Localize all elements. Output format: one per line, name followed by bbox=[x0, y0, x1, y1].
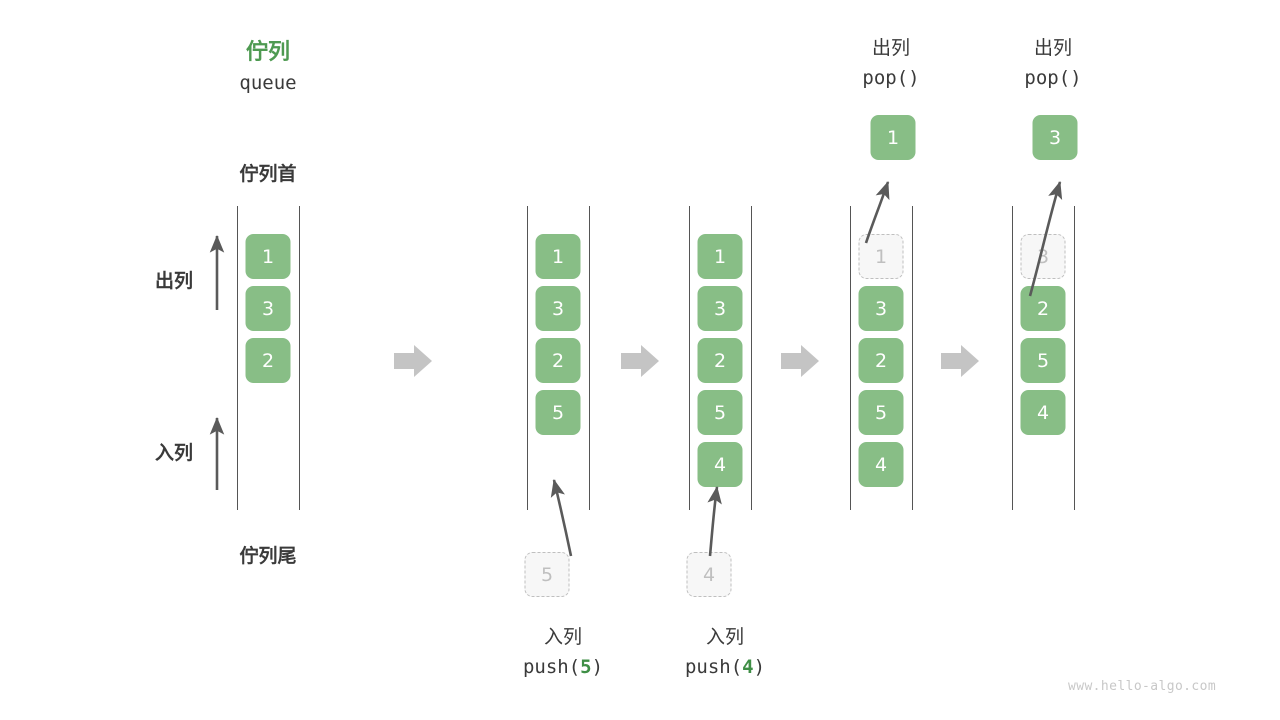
queue-tail-label: 佇列尾 bbox=[239, 545, 297, 567]
operation-code-value: 4 bbox=[742, 656, 754, 678]
operation-code-suffix: ) bbox=[908, 67, 920, 89]
queue-rail-right bbox=[299, 206, 300, 510]
watermark: www.hello-algo.com bbox=[1068, 679, 1217, 694]
queue-rail-left bbox=[689, 206, 690, 510]
push-4-arrow bbox=[707, 485, 722, 557]
operation-code-prefix: push( bbox=[684, 656, 743, 678]
queue-cell: 2 bbox=[245, 338, 291, 383]
operation-code-prefix: pop( bbox=[862, 67, 909, 89]
operation-label-cn: 入列 bbox=[543, 626, 583, 648]
popped-element: 1 bbox=[870, 115, 916, 160]
operation-code-suffix: ) bbox=[753, 656, 766, 678]
operation-label-code: pop() bbox=[862, 67, 919, 89]
enqueue-direction-label: 入列 bbox=[154, 442, 194, 464]
queue-cell: 3 bbox=[245, 286, 291, 331]
step-separator-arrow bbox=[941, 344, 979, 378]
queue-cell: 4 bbox=[858, 442, 904, 487]
operation-label-cn: 入列 bbox=[705, 626, 745, 648]
popped-element: 3 bbox=[1032, 115, 1078, 160]
push-5-arrow bbox=[550, 478, 573, 557]
operation-code-suffix: ) bbox=[1070, 67, 1082, 89]
queue-cell: 4 bbox=[1020, 390, 1066, 435]
operation-label-code: pop() bbox=[1024, 67, 1081, 89]
queue-rail-right bbox=[589, 206, 590, 510]
queue-cell: 5 bbox=[535, 390, 581, 435]
queue-cell: 3 bbox=[858, 286, 904, 331]
queue-cell: 1 bbox=[697, 234, 743, 279]
queue-cell: 3 bbox=[535, 286, 581, 331]
operation-label-code: push(5) bbox=[523, 656, 603, 678]
queue-cell: 5 bbox=[858, 390, 904, 435]
incoming-element-ghost: 4 bbox=[686, 552, 732, 597]
queue-cell: 1 bbox=[245, 234, 291, 279]
queue-cell: 1 bbox=[535, 234, 581, 279]
queue-cell: 2 bbox=[697, 338, 743, 383]
operation-label-cn: 出列 bbox=[1033, 37, 1073, 59]
queue-rail-left bbox=[527, 206, 528, 510]
queue-cell: 5 bbox=[1020, 338, 1066, 383]
queue-rail-right bbox=[1074, 206, 1075, 510]
step-separator-arrow bbox=[621, 344, 659, 378]
queue-title-en: queue bbox=[239, 72, 297, 94]
dequeue-direction-label: 出列 bbox=[154, 270, 194, 292]
queue-rail-right bbox=[751, 206, 752, 510]
operation-label-cn: 出列 bbox=[871, 37, 911, 59]
queue-rail-right bbox=[912, 206, 913, 510]
step-separator-arrow bbox=[394, 344, 432, 378]
queue-cell: 5 bbox=[697, 390, 743, 435]
queue-cell-ghost: 1 bbox=[858, 234, 904, 279]
queue-cell: 2 bbox=[1020, 286, 1066, 331]
operation-code-suffix: ) bbox=[591, 656, 604, 678]
operation-code-prefix: push( bbox=[522, 656, 581, 678]
operation-code-prefix: pop( bbox=[1024, 67, 1071, 89]
queue-cell: 2 bbox=[858, 338, 904, 383]
queue-head-label: 佇列首 bbox=[239, 163, 297, 185]
queue-rail-left bbox=[1012, 206, 1013, 510]
queue-title-cn: 佇列 bbox=[245, 40, 291, 65]
operation-code-value: 5 bbox=[580, 656, 592, 678]
incoming-element-ghost: 5 bbox=[524, 552, 570, 597]
queue-cell: 3 bbox=[697, 286, 743, 331]
queue-cell-ghost: 3 bbox=[1020, 234, 1066, 279]
operation-label-code: push(4) bbox=[685, 656, 765, 678]
queue-cell: 2 bbox=[535, 338, 581, 383]
step-separator-arrow bbox=[781, 344, 819, 378]
queue-rail-left bbox=[850, 206, 851, 510]
queue-cell: 4 bbox=[697, 442, 743, 487]
queue-rail-left bbox=[237, 206, 238, 510]
